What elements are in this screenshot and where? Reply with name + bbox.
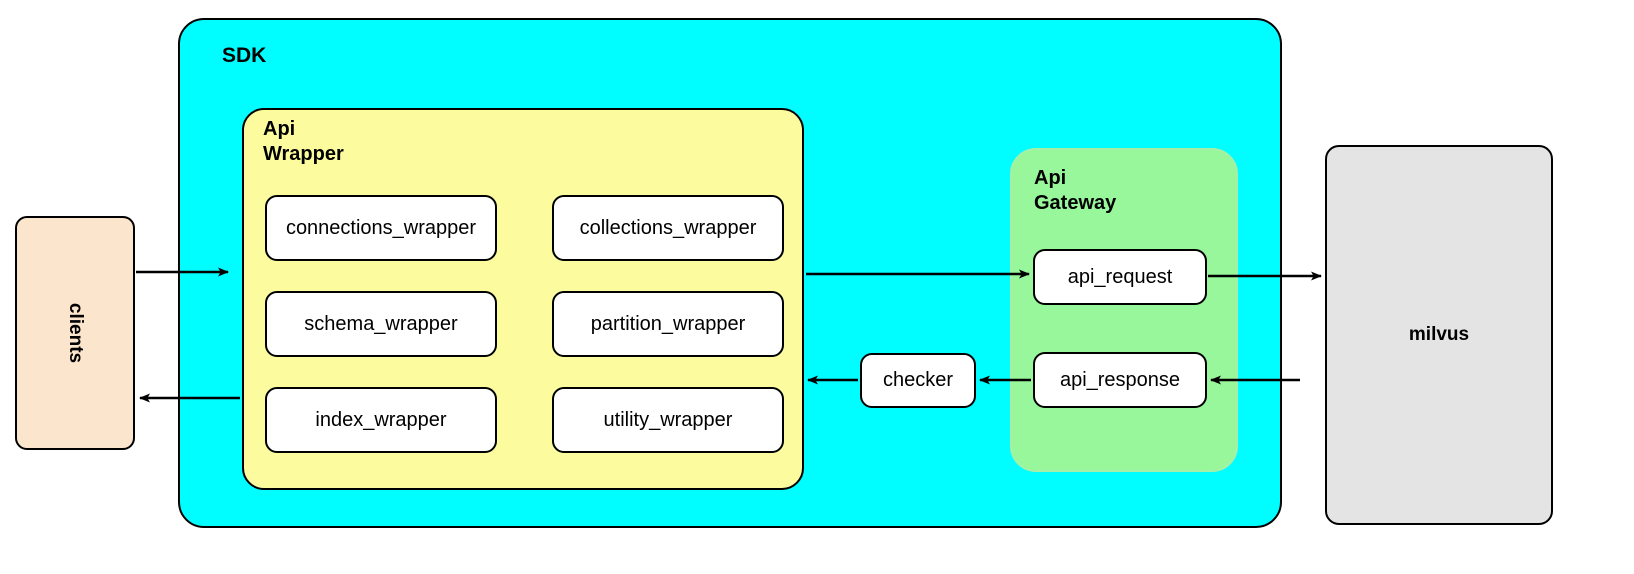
node-collections-wrapper[interactable]: collections_wrapper [552,195,784,261]
node-checker[interactable]: checker [860,353,976,408]
node-index-wrapper[interactable]: index_wrapper [265,387,497,453]
node-utility-wrapper[interactable]: utility_wrapper [552,387,784,453]
api-gateway-label: Api Gateway [1034,167,1117,214]
clients-box [15,216,135,450]
api-gateway-container [1010,148,1238,472]
sdk-label: SDK [222,44,267,67]
node-partition-wrapper[interactable]: partition_wrapper [552,291,784,357]
milvus-box [1325,145,1553,525]
clients-label: clients [64,302,86,364]
clients-label-wrap: clients [15,216,135,450]
milvus-label: milvus [1408,324,1470,345]
api-wrapper-label: Api Wrapper [263,118,344,165]
node-api-request[interactable]: api_request [1033,249,1207,305]
node-api-response[interactable]: api_response [1033,352,1207,408]
node-connections-wrapper[interactable]: connections_wrapper [265,195,497,261]
node-schema-wrapper[interactable]: schema_wrapper [265,291,497,357]
